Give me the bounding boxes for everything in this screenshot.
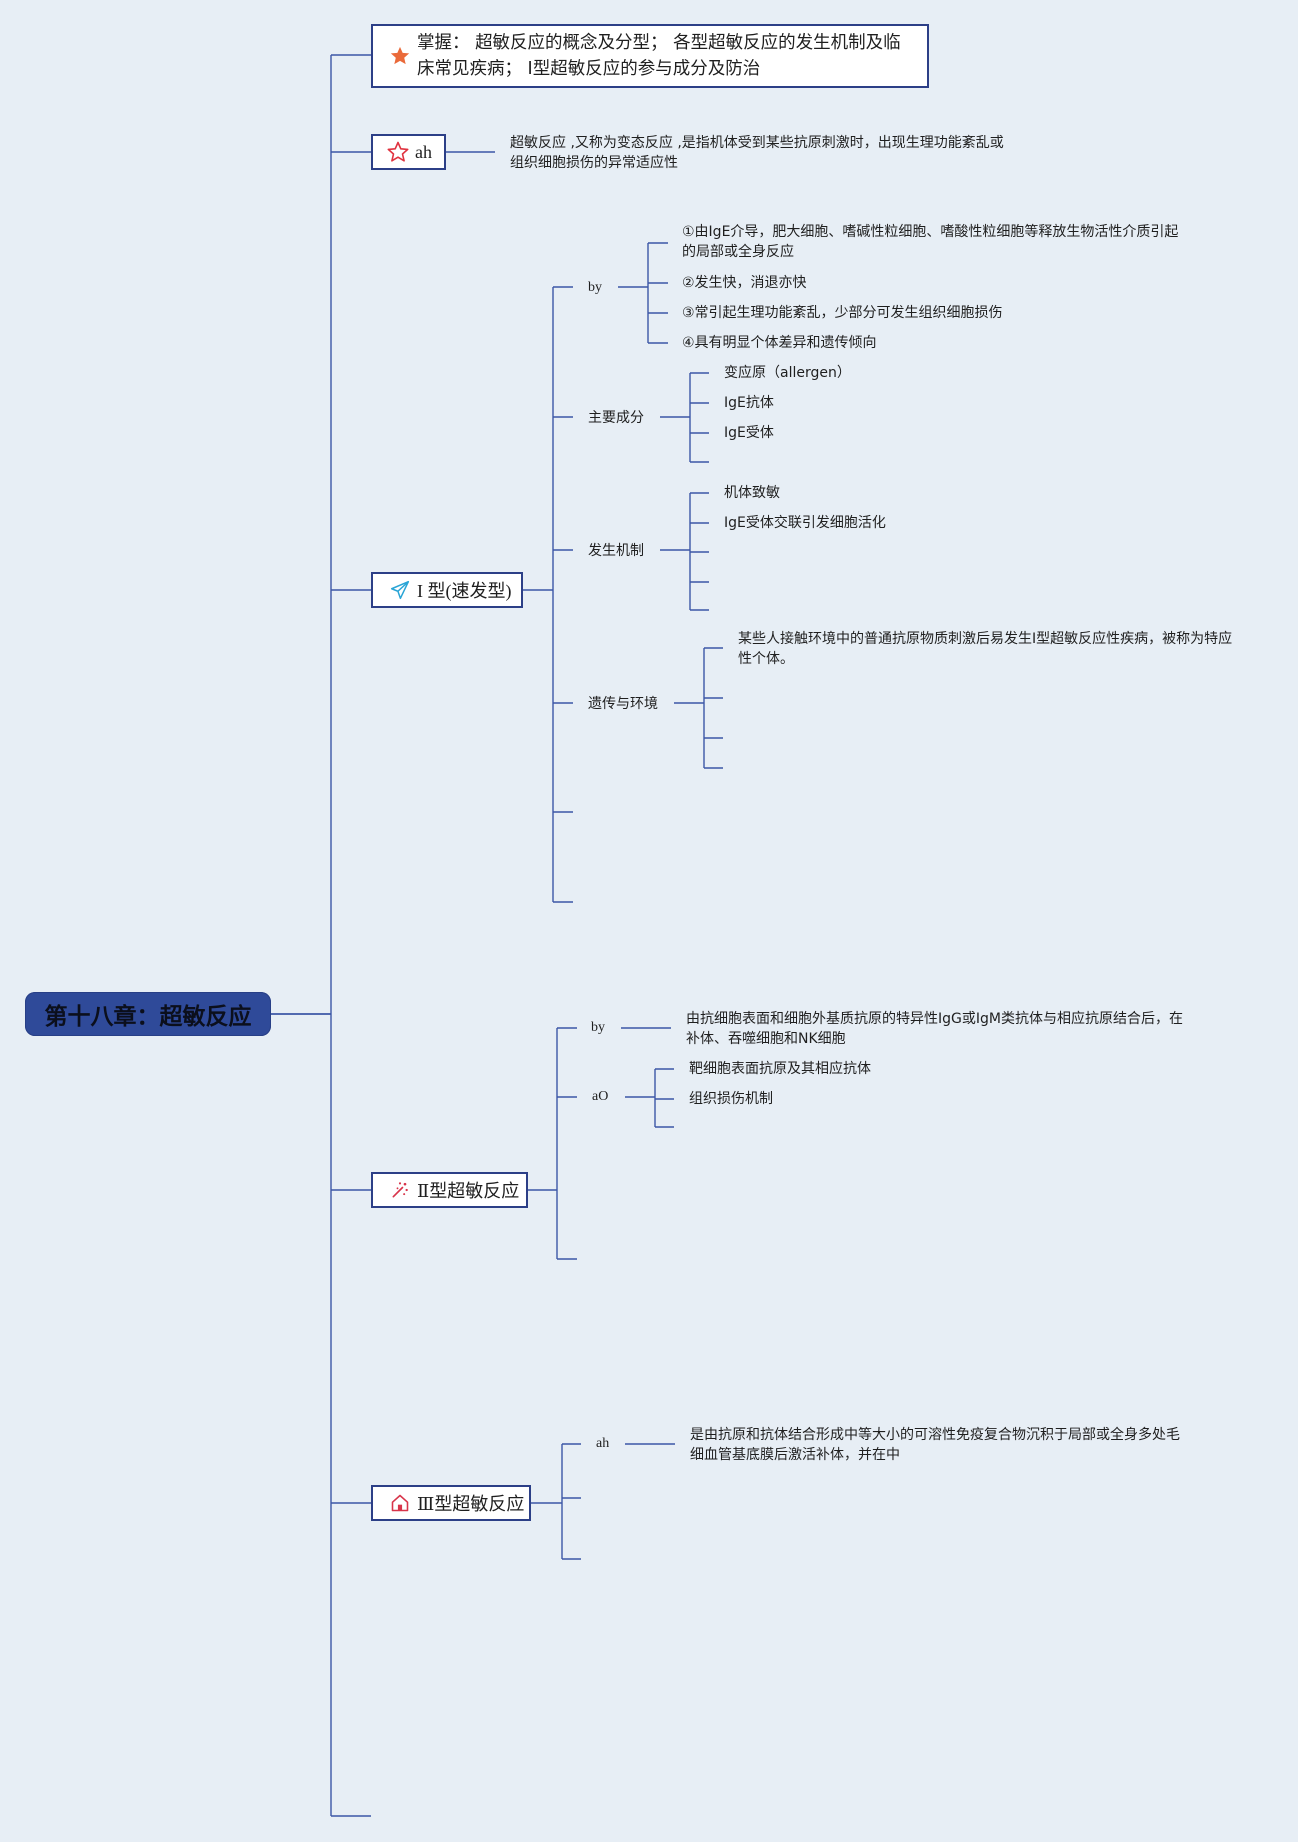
definition-text-line-2: 组织细胞损伤的异常适应性 bbox=[510, 155, 678, 171]
type1-component-ige-receptor: IgE受体 bbox=[724, 425, 774, 441]
type2-ao-label[interactable]: aO bbox=[592, 1089, 609, 1104]
type2-label: Ⅱ型超敏反应 bbox=[417, 1181, 520, 1201]
objectives-line-1: 掌握： 超敏反应的概念及分型； 各型超敏反应的发生机制及临 bbox=[417, 33, 901, 53]
type3-ah-label[interactable]: ah bbox=[596, 1436, 610, 1451]
type3-ah-text: 是由抗原和抗体结合形成中等大小的可溶性免疫复合物沉积于局部或全身多处毛 细血管基… bbox=[690, 1425, 1210, 1465]
root-title: 第十八章：超敏反应 bbox=[44, 1003, 252, 1029]
type1-component-allergen: 变应原（allergen） bbox=[724, 365, 851, 381]
type3-ah-line-2: 细血管基底膜后激活补体，并在中 bbox=[690, 1447, 900, 1463]
paper-plane-icon bbox=[387, 580, 413, 600]
type2-node[interactable]: Ⅱ型超敏反应 bbox=[371, 1172, 528, 1208]
type1-by-label[interactable]: by bbox=[588, 280, 602, 295]
star-outline-icon bbox=[385, 140, 411, 164]
type1-by-item-1-line-1: ①由IgE介导，肥大细胞、嗜碱性粒细胞、嗜酸性粒细胞等释放生物活性介质引起 bbox=[682, 224, 1179, 240]
type1-genetics-line-1: 某些人接触环境中的普通抗原物质刺激后易发生I型超敏反应性疾病，被称为特应 bbox=[738, 631, 1233, 647]
type1-by-item-1: ①由IgE介导，肥大细胞、嗜碱性粒细胞、嗜酸性粒细胞等释放生物活性介质引起 的局… bbox=[682, 222, 1202, 262]
type1-mechanism-crosslink: IgE受体交联引发细胞活化 bbox=[724, 515, 886, 531]
type2-ao-target-antigen: 靶细胞表面抗原及其相应抗体 bbox=[689, 1061, 871, 1077]
type3-label: Ⅲ型超敏反应 bbox=[417, 1494, 525, 1514]
type1-genetics-text: 某些人接触环境中的普通抗原物质刺激后易发生I型超敏反应性疾病，被称为特应 性个体… bbox=[738, 629, 1258, 669]
house-icon bbox=[387, 1493, 413, 1513]
type1-genetics-label[interactable]: 遗传与环境 bbox=[588, 696, 658, 712]
root-node[interactable]: 第十八章：超敏反应 bbox=[25, 992, 271, 1036]
type1-mechanism-sensitization: 机体致敏 bbox=[724, 485, 780, 501]
type2-by-line-1: 由抗细胞表面和细胞外基质抗原的特异性IgG或IgM类抗体与相应抗原结合后，在 bbox=[686, 1011, 1183, 1027]
type1-node[interactable]: I 型(速发型) bbox=[371, 572, 523, 608]
type1-mechanism-label[interactable]: 发生机制 bbox=[588, 543, 644, 559]
definition-text: 超敏反应 ,又称为变态反应 ,是指机体受到某些抗原刺激时，出现生理功能紊乱或 组… bbox=[510, 133, 1030, 173]
type1-label: I 型(速发型) bbox=[417, 581, 512, 601]
type3-node[interactable]: Ⅲ型超敏反应 bbox=[371, 1485, 531, 1521]
sparkle-icon bbox=[387, 1180, 413, 1200]
type1-component-ige-antibody: IgE抗体 bbox=[724, 395, 774, 411]
type2-by-text: 由抗细胞表面和细胞外基质抗原的特异性IgG或IgM类抗体与相应抗原结合后，在 补… bbox=[686, 1009, 1206, 1049]
type2-ao-tissue-injury: 组织损伤机制 bbox=[689, 1091, 773, 1107]
objectives-line-2: 床常见疾病； I型超敏反应的参与成分及防治 bbox=[417, 59, 761, 79]
star-filled-icon bbox=[387, 45, 413, 67]
type1-by-item-1-line-2: 的局部或全身反应 bbox=[682, 244, 794, 260]
definition-node[interactable]: ah bbox=[371, 134, 446, 170]
type1-by-item-3: ③常引起生理功能紊乱，少部分可发生组织细胞损伤 bbox=[682, 305, 1003, 321]
definition-text-line-1: 超敏反应 ,又称为变态反应 ,是指机体受到某些抗原刺激时，出现生理功能紊乱或 bbox=[510, 135, 1004, 151]
objectives-node[interactable]: 掌握： 超敏反应的概念及分型； 各型超敏反应的发生机制及临 床常见疾病； I型超… bbox=[371, 24, 929, 88]
type2-by-label[interactable]: by bbox=[591, 1020, 605, 1035]
type1-genetics-line-2: 性个体。 bbox=[738, 651, 794, 667]
type1-by-item-2: ②发生快，消退亦快 bbox=[682, 275, 807, 291]
definition-label: ah bbox=[415, 141, 432, 162]
type1-components-label[interactable]: 主要成分 bbox=[588, 410, 644, 426]
type2-by-line-2: 补体、吞噬细胞和NK细胞 bbox=[686, 1031, 846, 1047]
type1-by-item-4: ④具有明显个体差异和遗传倾向 bbox=[682, 335, 877, 351]
type3-ah-line-1: 是由抗原和抗体结合形成中等大小的可溶性免疫复合物沉积于局部或全身多处毛 bbox=[690, 1427, 1180, 1443]
